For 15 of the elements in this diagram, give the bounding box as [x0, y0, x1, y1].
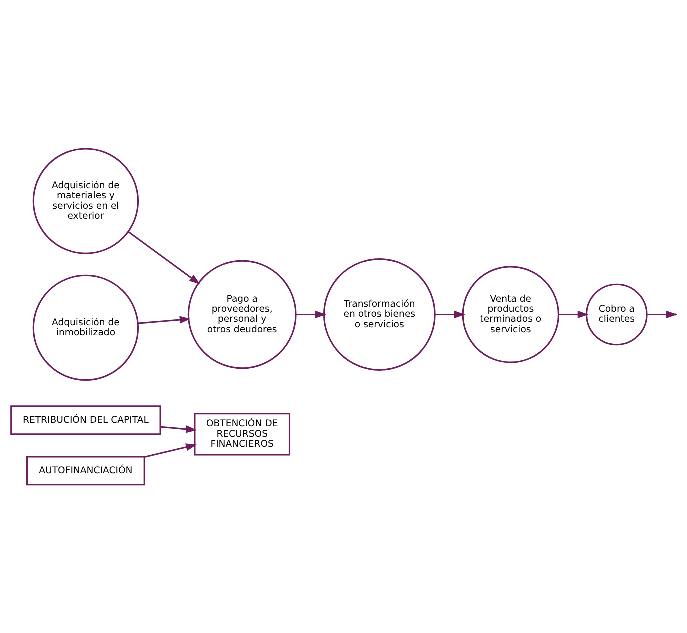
node-box: AUTOFINANCIACIÓN: [26, 456, 146, 486]
node-circle: Adquisición de materiales y servicios en el exterior: [32, 148, 140, 254]
arrow: [558, 310, 589, 318]
arrow: [128, 230, 200, 284]
node-circle: Transformación en otros bienes o servicios: [323, 258, 436, 370]
node-circle: Cobro a clientes: [586, 283, 648, 346]
node-box: RETRIBUCIÓN DEL CAPITAL: [10, 405, 162, 435]
node-circle: Venta de productos terminados o servicios: [462, 266, 560, 363]
node-circle: Adquisición de inmobilizado: [32, 274, 140, 381]
arrow: [435, 310, 466, 318]
node-box: OBTENCIÓN DE RECURSOS FINANCIEROS: [194, 412, 291, 456]
arrow: [144, 443, 198, 458]
arrow: [296, 310, 326, 318]
arrow: [138, 316, 191, 324]
arrow: [160, 425, 198, 433]
